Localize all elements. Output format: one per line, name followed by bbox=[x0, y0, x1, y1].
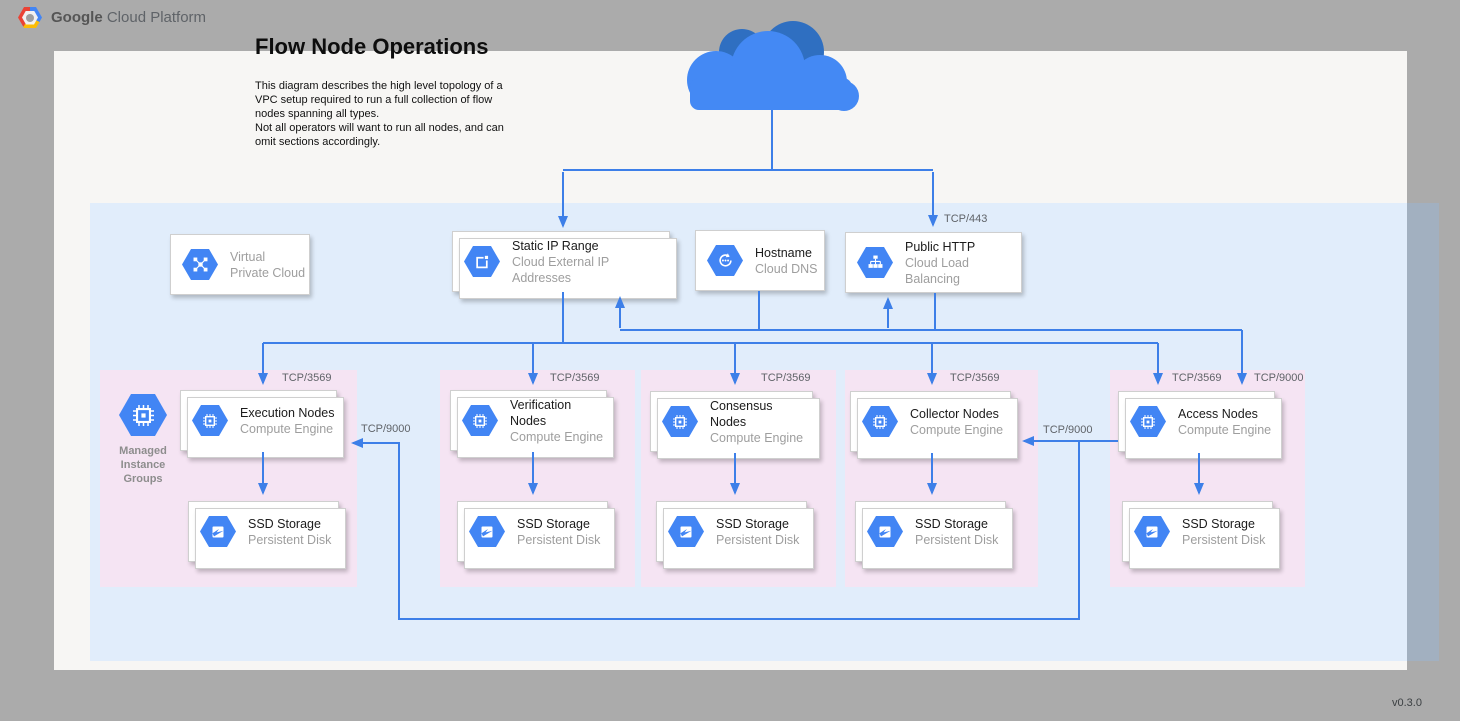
verification-nodes-card: Verification Nodes Compute Engine bbox=[450, 390, 614, 458]
compute-engine-icon bbox=[192, 405, 228, 436]
virtual-private-cloud-icon bbox=[182, 249, 218, 280]
card-subtitle: Compute Engine bbox=[710, 430, 804, 445]
compute-engine-icon bbox=[462, 405, 498, 436]
port-label-flow-access: TCP/3569 bbox=[1172, 372, 1222, 384]
cloud-dns-icon bbox=[707, 245, 743, 276]
card-title: Hostname bbox=[755, 245, 812, 260]
execution-nodes-card: Execution Nodes Compute Engine bbox=[180, 390, 344, 458]
page-description: This diagram describes the high level to… bbox=[255, 80, 504, 148]
card-title: SSD Storage bbox=[716, 516, 789, 531]
card-subtitle: Persistent Disk bbox=[915, 532, 999, 547]
card-subtitle: Persistent Disk bbox=[517, 532, 601, 547]
collector-ssd-card: SSD Storage Persistent Disk bbox=[855, 501, 1013, 569]
google-cloud-logo-icon bbox=[18, 7, 42, 28]
compute-engine-icon bbox=[862, 406, 898, 437]
brand-rest: Cloud Platform bbox=[106, 9, 207, 26]
brand-bold: Google bbox=[51, 9, 103, 26]
managed-instance-groups-badge: Managed Instance Groups bbox=[104, 394, 182, 486]
compute-engine-icon bbox=[1130, 406, 1166, 437]
card-title: Virtual bbox=[230, 249, 266, 264]
virtual-private-cloud-card: Virtual Private Cloud bbox=[170, 234, 310, 295]
card-subtitle: Compute Engine bbox=[1178, 422, 1272, 437]
version-label: v0.3.0 bbox=[1392, 697, 1422, 709]
card-subtitle: Cloud Load Balancing bbox=[905, 255, 969, 286]
consensus-nodes-card: Consensus Nodes Compute Engine bbox=[650, 391, 820, 459]
card-title: SSD Storage bbox=[517, 516, 590, 531]
port-label-https: TCP/443 bbox=[944, 213, 988, 225]
collector-nodes-card: Collector Nodes Compute Engine bbox=[850, 391, 1018, 459]
card-subtitle: Compute Engine bbox=[240, 421, 334, 436]
load-balancing-icon bbox=[857, 247, 893, 278]
card-subtitle: Persistent Disk bbox=[1182, 532, 1266, 547]
card-subtitle: Persistent Disk bbox=[248, 532, 332, 547]
card-subtitle: Compute Engine bbox=[910, 422, 1004, 437]
public-http-lb-card: Public HTTP Cloud Load Balancing bbox=[845, 232, 1022, 293]
card-subtitle: Persistent Disk bbox=[716, 532, 800, 547]
persistent-disk-icon bbox=[867, 516, 903, 547]
brand-text: Google Cloud Platform bbox=[51, 9, 206, 26]
consensus-ssd-card: SSD Storage Persistent Disk bbox=[656, 501, 814, 569]
compute-engine-icon bbox=[662, 406, 698, 437]
card-title: Consensus Nodes bbox=[710, 398, 773, 429]
card-title: Public HTTP bbox=[905, 239, 976, 254]
persistent-disk-icon bbox=[469, 516, 505, 547]
verification-ssd-card: SSD Storage Persistent Disk bbox=[457, 501, 615, 569]
card-title: SSD Storage bbox=[915, 516, 988, 531]
card-subtitle: Private Cloud bbox=[230, 265, 306, 280]
port-label-collection-collector: TCP/9000 bbox=[1043, 424, 1093, 436]
access-ssd-card: SSD Storage Persistent Disk bbox=[1122, 501, 1280, 569]
page-title: Flow Node Operations bbox=[255, 34, 489, 59]
card-subtitle: Cloud External IP Addresses bbox=[512, 254, 610, 285]
header-brand: Google Cloud Platform bbox=[18, 7, 206, 28]
card-title: Collector Nodes bbox=[910, 406, 999, 421]
compute-engine-icon bbox=[119, 394, 167, 436]
port-label-flow-consensus: TCP/3569 bbox=[761, 372, 811, 384]
access-nodes-card: Access Nodes Compute Engine bbox=[1118, 391, 1282, 459]
card-title: Verification Nodes bbox=[510, 397, 572, 428]
managed-instance-groups-label: Managed Instance Groups bbox=[119, 445, 167, 485]
static-ip-range-card: Static IP Range Cloud External IP Addres… bbox=[452, 231, 677, 299]
hostname-dns-card: Hostname Cloud DNS bbox=[695, 230, 825, 291]
persistent-disk-icon bbox=[668, 516, 704, 547]
port-label-flow-execution: TCP/3569 bbox=[282, 372, 332, 384]
port-label-flow-collector: TCP/3569 bbox=[950, 372, 1000, 384]
card-title: Static IP Range bbox=[512, 238, 599, 253]
card-subtitle: Cloud DNS bbox=[755, 261, 818, 276]
persistent-disk-icon bbox=[200, 516, 236, 547]
card-title: Access Nodes bbox=[1178, 406, 1258, 421]
execution-ssd-card: SSD Storage Persistent Disk bbox=[188, 501, 346, 569]
card-title: Execution Nodes bbox=[240, 405, 335, 420]
card-title: SSD Storage bbox=[1182, 516, 1255, 531]
vpc-region-overflow bbox=[1407, 203, 1439, 661]
persistent-disk-icon bbox=[1134, 516, 1170, 547]
port-label-collection-access: TCP/9000 bbox=[1254, 372, 1304, 384]
port-label-collection-execution: TCP/9000 bbox=[361, 423, 411, 435]
internet-cloud-icon bbox=[687, 21, 859, 111]
card-subtitle: Compute Engine bbox=[510, 429, 604, 444]
card-title: SSD Storage bbox=[248, 516, 321, 531]
port-label-flow-verification: TCP/3569 bbox=[550, 372, 600, 384]
external-ip-icon bbox=[464, 246, 500, 277]
